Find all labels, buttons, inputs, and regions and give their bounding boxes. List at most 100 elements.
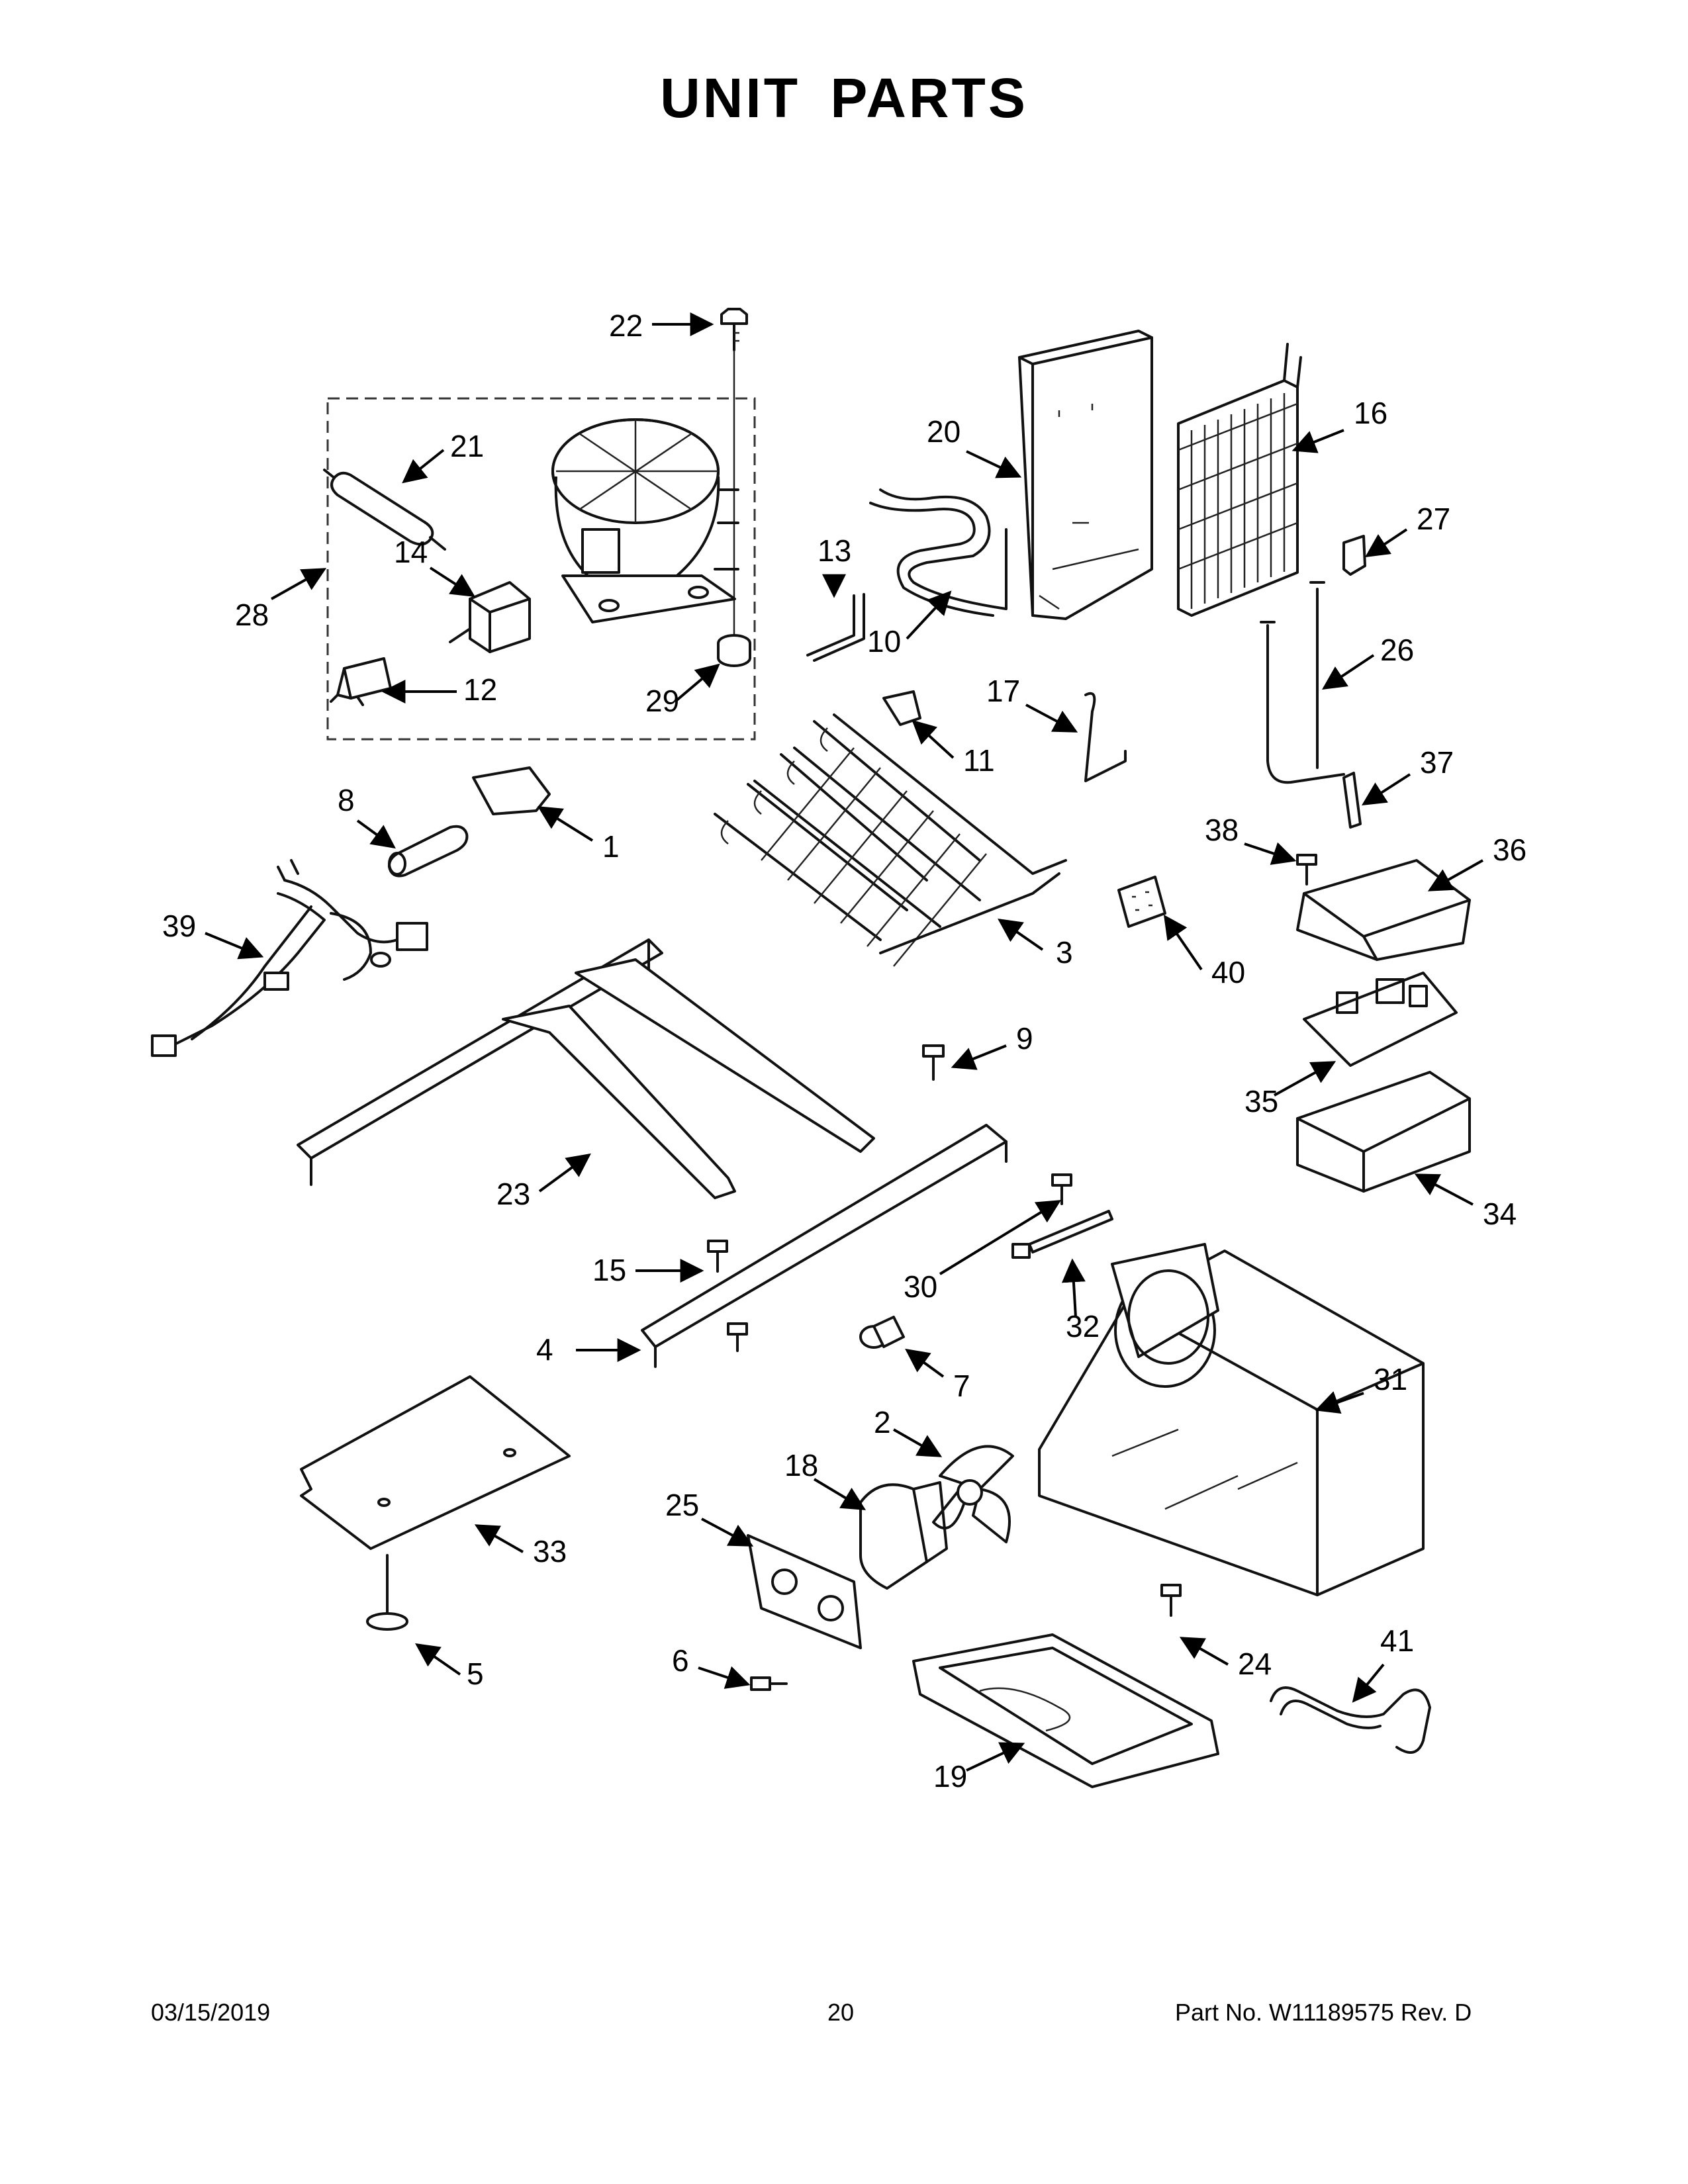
callout-number-27: 27 (1417, 502, 1450, 536)
callout-24: 24 (1179, 1637, 1272, 1681)
callout-number-8: 8 (338, 783, 355, 817)
callout-number-20: 20 (927, 414, 961, 449)
callout-15: 15 (592, 1253, 704, 1287)
callout-number-9: 9 (1016, 1021, 1033, 1056)
callout-leader-1 (537, 806, 594, 842)
callout-33: 33 (474, 1524, 567, 1569)
capacitor-12 (330, 657, 392, 706)
callout-leader-27 (1365, 528, 1408, 557)
callout-40: 40 (1163, 915, 1245, 989)
callout-leader-23 (538, 1153, 591, 1193)
callout-20: 20 (927, 414, 1022, 478)
callout-27: 27 (1365, 502, 1450, 557)
callout-2: 2 (874, 1405, 943, 1457)
callout-number-35: 35 (1244, 1084, 1278, 1118)
callout-leader-8 (356, 819, 396, 849)
callout-8: 8 (338, 783, 396, 849)
front-rail-4 (641, 1124, 1008, 1368)
screw-22 (720, 308, 748, 635)
callout-16: 16 (1291, 396, 1387, 453)
callout-14: 14 (394, 535, 476, 597)
start-device-14 (449, 581, 531, 653)
callout-leader-29 (674, 663, 720, 703)
base-tray-31 (1038, 1243, 1425, 1596)
callout-12: 12 (381, 672, 497, 707)
callout-number-22: 22 (609, 308, 643, 343)
callout-leader-25 (701, 1518, 754, 1547)
bracket-plate-1 (472, 766, 551, 815)
callout-number-13: 13 (818, 533, 851, 568)
compressor-kit-outline (326, 397, 756, 741)
callout-number-30: 30 (904, 1269, 937, 1304)
page-title: UNIT PARTS (660, 67, 1028, 129)
wire-harness-39 (151, 859, 428, 1057)
tube-13 (806, 593, 865, 662)
callout-leader-41 (1352, 1663, 1385, 1703)
callout-leader-2 (893, 1428, 943, 1457)
screw-30b (727, 1322, 748, 1352)
callout-number-40: 40 (1211, 955, 1245, 989)
screw-30a (1051, 1173, 1072, 1205)
callout-number-31: 31 (1374, 1362, 1407, 1396)
callout-number-1: 1 (602, 829, 620, 864)
callout-leader-37 (1361, 773, 1411, 805)
cable-tie-32 (1011, 1210, 1113, 1259)
callout-34: 34 (1414, 1173, 1517, 1231)
callout-4: 4 (536, 1332, 641, 1367)
callout-number-33: 33 (533, 1534, 567, 1569)
grommet-7 (859, 1316, 905, 1349)
callout-number-32: 32 (1066, 1309, 1100, 1343)
box-cover-36 (1296, 859, 1471, 961)
callout-7: 7 (905, 1348, 970, 1403)
screw-9 (922, 1044, 945, 1081)
callout-leader-32 (1061, 1258, 1086, 1318)
tubing-10 (869, 488, 1008, 617)
callout-number-19: 19 (933, 1759, 967, 1794)
callout-1: 1 (537, 806, 620, 864)
callout-leader-33 (474, 1524, 524, 1553)
callout-23: 23 (496, 1153, 591, 1211)
callout-10: 10 (867, 590, 952, 659)
callout-19: 19 (933, 1742, 1025, 1794)
callout-leader-26 (1322, 654, 1375, 690)
callout-leader-24 (1179, 1637, 1229, 1666)
callout-leader-36 (1427, 859, 1483, 891)
callout-leader-38 (1244, 842, 1297, 865)
callout-35: 35 (1244, 1061, 1336, 1118)
callout-leader-30 (939, 1200, 1062, 1275)
screw-6 (750, 1676, 788, 1691)
callout-number-7: 7 (953, 1369, 970, 1403)
callout-32: 32 (1061, 1258, 1100, 1343)
callout-leader-14 (429, 567, 476, 597)
callout-number-11: 11 (963, 743, 995, 778)
callout-13: 13 (818, 533, 851, 598)
callout-leader-39 (205, 932, 264, 960)
callout-leader-6 (698, 1666, 751, 1689)
callout-number-36: 36 (1493, 833, 1526, 867)
callout-leader-18 (813, 1478, 867, 1510)
callout-30: 30 (904, 1200, 1062, 1304)
callout-leader-20 (966, 450, 1022, 478)
callout-leader-17 (1025, 704, 1078, 733)
footer-page-number: 20 (827, 1999, 855, 2026)
evaporator-cover-20 (1018, 330, 1153, 620)
callout-number-2: 2 (874, 1405, 891, 1439)
motor-bracket-25 (747, 1534, 862, 1649)
callout-number-38: 38 (1205, 813, 1239, 847)
callout-number-23: 23 (496, 1177, 530, 1211)
callout-5: 5 (415, 1643, 484, 1691)
callout-leader-31 (1315, 1391, 1364, 1414)
callout-leader-9 (951, 1044, 1007, 1070)
callout-number-41: 41 (1380, 1623, 1414, 1658)
callout-21: 21 (402, 429, 484, 484)
callout-number-15: 15 (592, 1253, 626, 1287)
callout-29: 29 (645, 663, 720, 718)
callout-3: 3 (998, 918, 1073, 970)
fan-blade-2 (932, 1445, 1014, 1543)
fan-motor-18 (859, 1481, 948, 1590)
callout-17: 17 (986, 674, 1078, 733)
callout-37: 37 (1361, 745, 1454, 805)
clip-27 (1342, 535, 1366, 576)
callout-25: 25 (665, 1488, 754, 1547)
